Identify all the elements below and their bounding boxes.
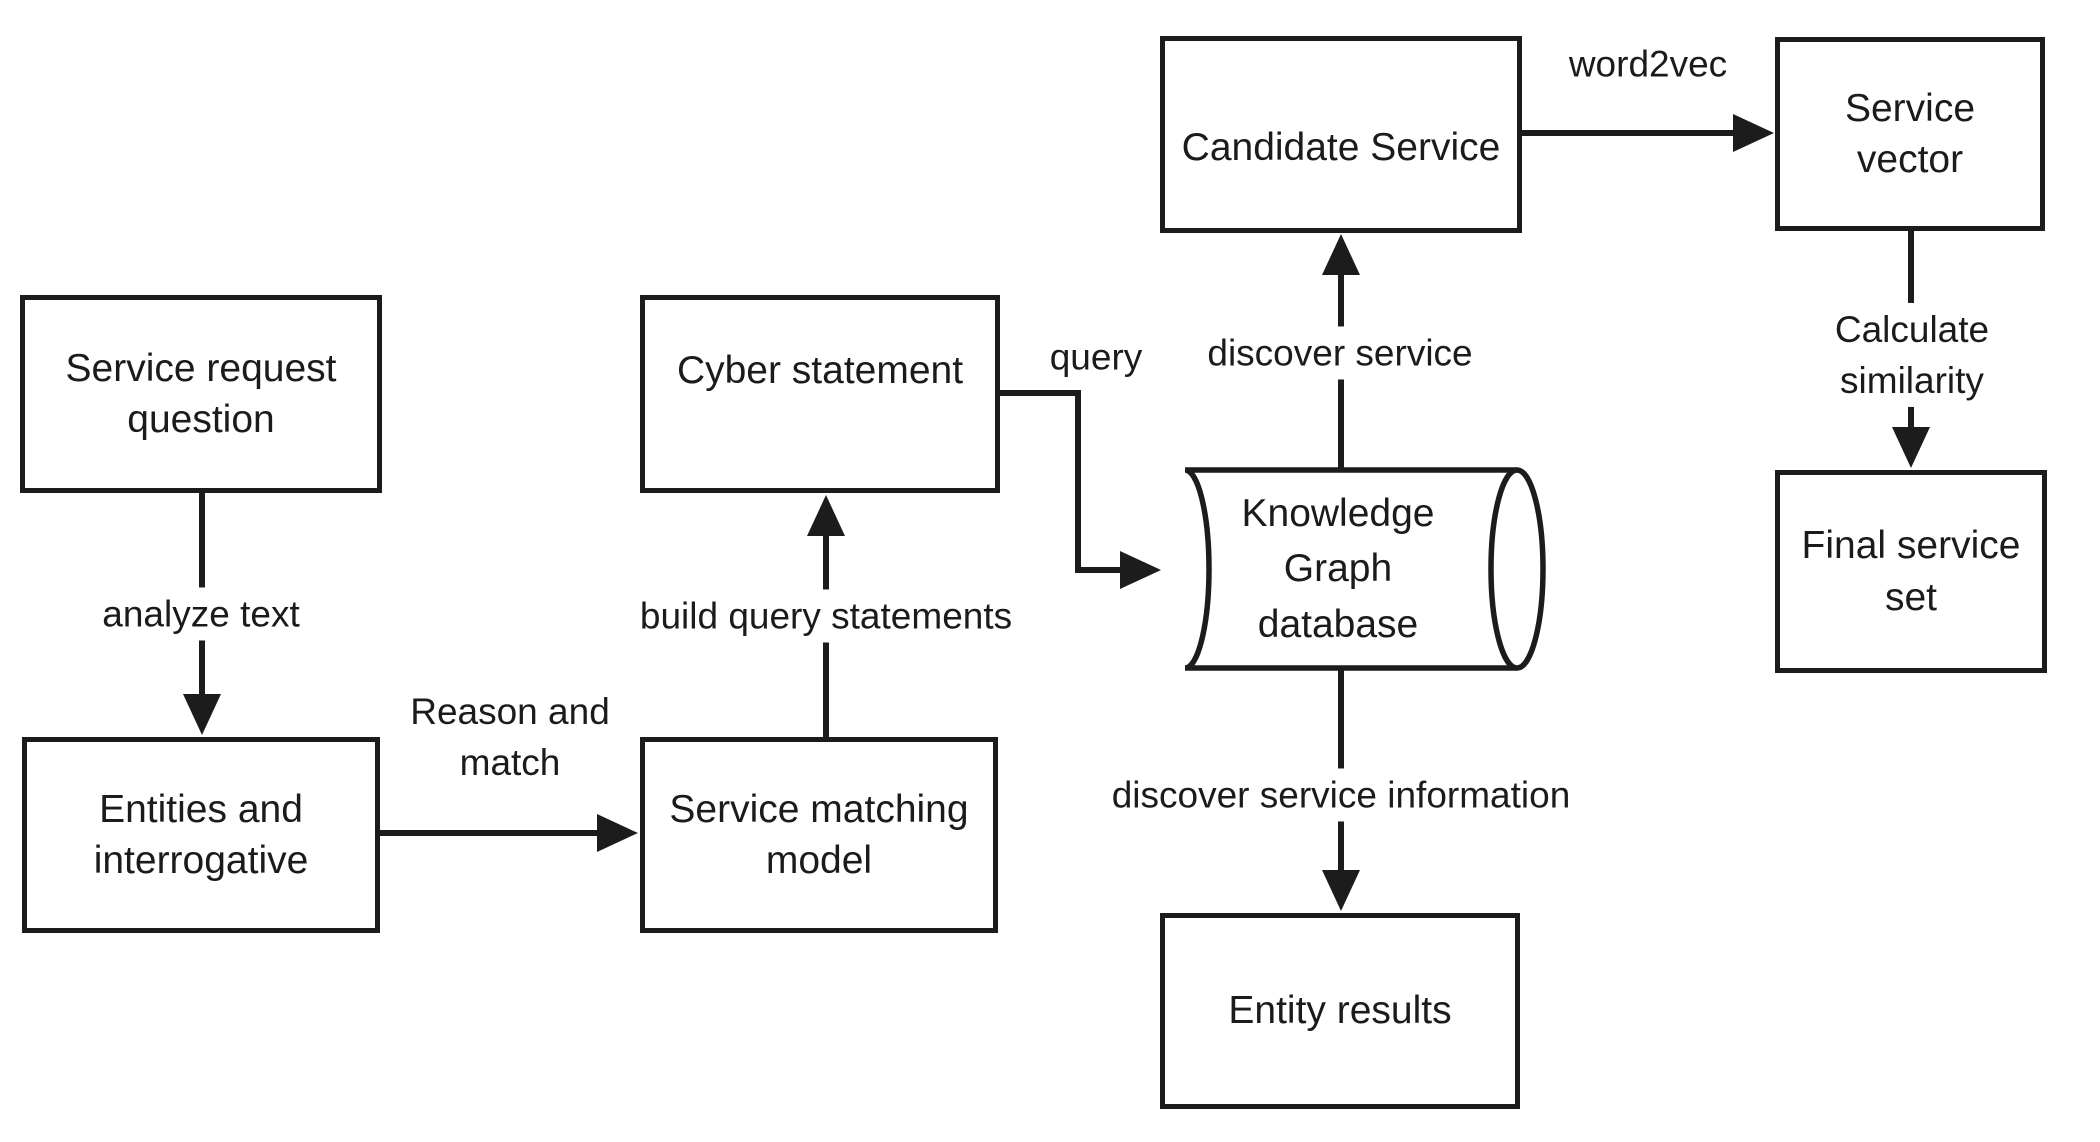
edge-label-word2vec: word2vec (1568, 43, 1728, 85)
edge-label-discover-service: discover service (1197, 326, 1483, 380)
edge-label-analyze-text: analyze text (92, 587, 310, 641)
node-service-vector: Service vector (1775, 37, 2045, 231)
edge-label-discover-service-information: discover service information (1101, 768, 1581, 822)
node-entity-results: Entity results (1160, 913, 1520, 1109)
node-candidate-service: Candidate Service (1160, 36, 1522, 233)
node-entities-and-interrogative: Entities and interrogative (22, 737, 380, 933)
edge-label-calculate-similarity: Calculate similarity (1818, 302, 2006, 408)
database-cylinder-shape (1184, 467, 1546, 671)
node-knowledge-graph-database: Knowledge Graph database (1241, 491, 1435, 646)
node-cyber-statement: Cyber statement (640, 295, 1000, 493)
arrow-word2vec (1522, 114, 1774, 152)
node-final-service-set: Final service set (1775, 470, 2047, 673)
node-service-matching-model: Service matching model (640, 737, 998, 933)
edge-label-reason-and-match: Reason and match (410, 690, 610, 783)
arrow-query (1000, 390, 1161, 589)
node-service-request-question: Service request question (20, 295, 382, 493)
edge-label-build-query-statements: build query statements (629, 589, 1023, 643)
edge-label-query: query (1049, 336, 1143, 378)
arrow-reason-and-match (380, 814, 638, 852)
